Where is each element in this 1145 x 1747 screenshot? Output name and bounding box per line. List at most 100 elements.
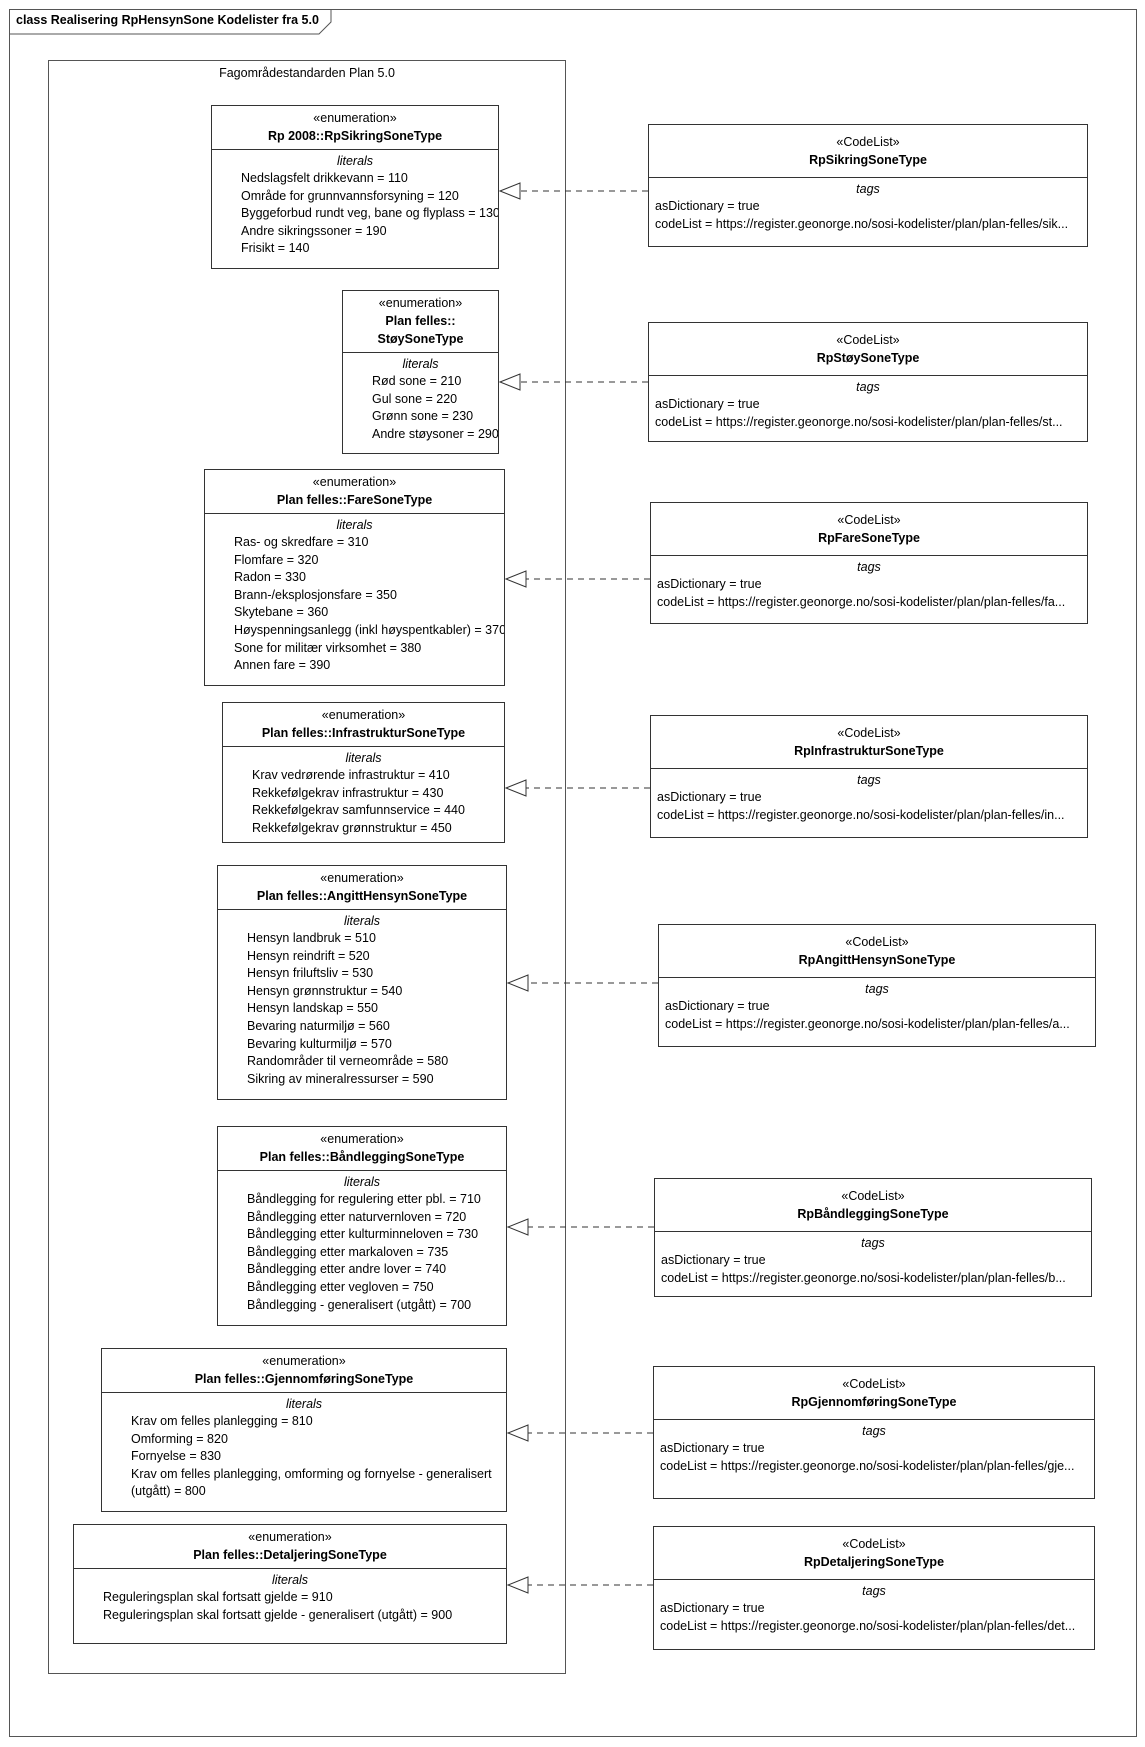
enumeration-box[interactable]: «enumeration»Plan felles::AngittHensynSo…	[217, 865, 507, 1100]
enumeration-name: Plan felles::InfrastrukturSoneType	[261, 726, 466, 740]
enumeration-literal: Krav vedrørende infrastruktur = 410	[252, 768, 450, 782]
literal-list: Reguleringsplan skal fortsatt gjelde = 9…	[74, 1589, 506, 1624]
codelist-header: «CodeList»RpGjennomføringSoneType	[654, 1367, 1094, 1420]
realization-arrowhead	[506, 974, 529, 992]
enumeration-literal: Bevaring naturmiljø = 560	[247, 1018, 390, 1033]
enumeration-literal: Sikring av mineralressurser = 590	[247, 1071, 434, 1086]
codelist-tag: asDictionary = true	[655, 397, 760, 411]
enumeration-literal: Grønn sone = 230	[372, 409, 474, 424]
enumeration-header: «enumeration»Plan felles::DetaljeringSon…	[74, 1525, 506, 1569]
codelist-name: RpSikringSoneType	[809, 153, 927, 167]
codelist-header: «CodeList»RpBåndleggingSoneType	[655, 1179, 1091, 1232]
section-label: tags	[856, 380, 880, 394]
section-label: tags	[865, 982, 889, 996]
stereotype-label: «CodeList»	[837, 726, 901, 740]
codelist-header: «CodeList» RpInfrastrukturSoneType	[651, 716, 1087, 769]
codelist-header: «CodeList» RpAngittHensynSoneType	[659, 925, 1095, 978]
section-label: literals	[336, 518, 373, 532]
section-label: tags	[857, 773, 881, 787]
realization-arrowhead	[506, 1218, 529, 1236]
codelist-box[interactable]: «CodeList» RpInfrastrukturSoneType tags asD…	[650, 715, 1088, 838]
enumeration-literal: Radon = 330	[234, 570, 306, 585]
codelist-header: «CodeList» RpSikringSoneType	[649, 125, 1087, 178]
enumeration-literal: Rekkefølgekrav infrastruktur = 430	[252, 785, 444, 800]
stereotype-label: «CodeList»	[836, 135, 900, 149]
realization-arrowhead	[506, 1576, 529, 1594]
section-label: literals	[271, 1573, 309, 1587]
codelist-tag: asDictionary = true	[665, 999, 770, 1013]
section-label: tags	[857, 560, 881, 574]
codelist-name: RpDetaljeringSoneType	[803, 1555, 945, 1569]
tag-list: asDictionary = true codeList = https://re…	[651, 576, 1087, 611]
enumeration-literal: Flomfare = 320	[234, 552, 319, 567]
codelist-tag: codeList = https://register.geonorge.no/…	[655, 414, 1063, 429]
literal-list: Båndlegging for regulering etter pbl. = …	[218, 1191, 506, 1314]
codelist-tag: codeList = https://register.geonorge.no/…	[657, 807, 1065, 822]
enumeration-literal: Rød sone = 210	[372, 374, 462, 388]
codelist-tag: codeList = https://register.geonorge.no/…	[657, 594, 1066, 609]
stereotype-label: «enumeration»	[320, 1132, 404, 1146]
stereotype-label: «CodeList»	[842, 1537, 906, 1551]
realization-arrowhead	[498, 182, 521, 200]
codelist-header: «CodeList» RpDetaljeringSoneType	[654, 1527, 1094, 1580]
codelist-box[interactable]: «CodeList» RpAngittHensynSoneType tags asDi…	[658, 924, 1096, 1047]
codelist-name: RpAngittHensynSoneType	[798, 953, 956, 967]
enumeration-box[interactable]: «enumeration»Plan felles::InfrastrukturS…	[222, 702, 505, 843]
codelist-tag: asDictionary = true	[660, 1441, 765, 1455]
enumeration-literal: (utgått) = 800	[131, 1484, 206, 1499]
enumeration-literal: Hensyn friluftsliv = 530	[247, 966, 374, 981]
stereotype-label: «CodeList»	[845, 935, 909, 949]
enumeration-header: «enumeration»Plan felles::FareSoneType	[205, 470, 504, 514]
codelist-box[interactable]: «CodeList» RpDetaljeringSoneType tags asDic…	[653, 1526, 1095, 1650]
codelist-header: «CodeList»RpFareSoneType	[651, 503, 1087, 556]
enumeration-literal: Hensyn grønnstruktur = 540	[247, 983, 403, 998]
codelist-tag: codeList = https://register.geonorge.no/…	[660, 1618, 1076, 1633]
enumeration-literal: Hensyn reindrift = 520	[247, 948, 370, 963]
enumeration-box[interactable]: «enumeration»Plan felles::DetaljeringSon…	[73, 1524, 507, 1644]
section-label: tags	[856, 182, 880, 196]
enumeration-box[interactable]: «enumeration»Plan felles::BåndleggingSon…	[217, 1126, 507, 1326]
codelist-name: RpFareSoneType	[818, 531, 920, 545]
enumeration-name: StøySoneType	[377, 332, 464, 346]
enumeration-header: «enumeration»Plan felles::AngittHensynSo…	[218, 866, 506, 910]
enumeration-literal: Nedslagsfelt drikkevann = 110	[241, 171, 408, 185]
enumeration-literal: Gul sone = 220	[372, 391, 458, 406]
enumeration-literal: Båndlegging etter markaloven = 735	[247, 1244, 449, 1259]
stereotype-label: «enumeration»	[312, 475, 397, 489]
enumeration-literal: Hensyn landbruk = 510	[247, 931, 376, 945]
codelist-box[interactable]: «CodeList»RpFareSoneType tags asDictionary…	[650, 502, 1088, 624]
codelist-name: RpInfrastrukturSoneType	[794, 744, 944, 758]
realization-arrowhead	[504, 779, 527, 797]
codelist-tag: asDictionary = true	[657, 577, 762, 591]
stereotype-label: «enumeration»	[248, 1530, 332, 1544]
enumeration-box[interactable]: «enumeration»Plan felles::GjennomføringS…	[101, 1348, 507, 1512]
enumeration-literal: Frisikt = 140	[241, 241, 310, 256]
enumeration-literal: Reguleringsplan skal fortsatt gjelde = 9…	[103, 1590, 333, 1604]
realization-arrowhead	[498, 373, 521, 391]
package-fagomradestandarden[interactable]: Fagområdestandarden Plan 5.0	[48, 60, 566, 1674]
enumeration-name: Plan felles::DetaljeringSoneType	[193, 1548, 387, 1562]
realization-arrowhead	[506, 1424, 529, 1442]
enumeration-literal: Bevaring kulturmiljø = 570	[247, 1036, 392, 1051]
enumeration-literal: Krav om felles planlegging, omforming og…	[131, 1466, 492, 1481]
enumeration-literal: Byggeforbud rundt veg, bane og flyplass …	[241, 206, 498, 221]
stereotype-label: «enumeration»	[262, 1354, 346, 1368]
enumeration-header: «enumeration»Rp 2008::RpSikringSoneType	[212, 106, 498, 150]
section-label: tags	[862, 1584, 886, 1598]
enumeration-literal: Rekkefølgekrav grønnstruktur = 450	[252, 820, 452, 835]
stereotype-label: «enumeration»	[321, 708, 406, 722]
stereotype-label: «enumeration»	[378, 296, 463, 310]
